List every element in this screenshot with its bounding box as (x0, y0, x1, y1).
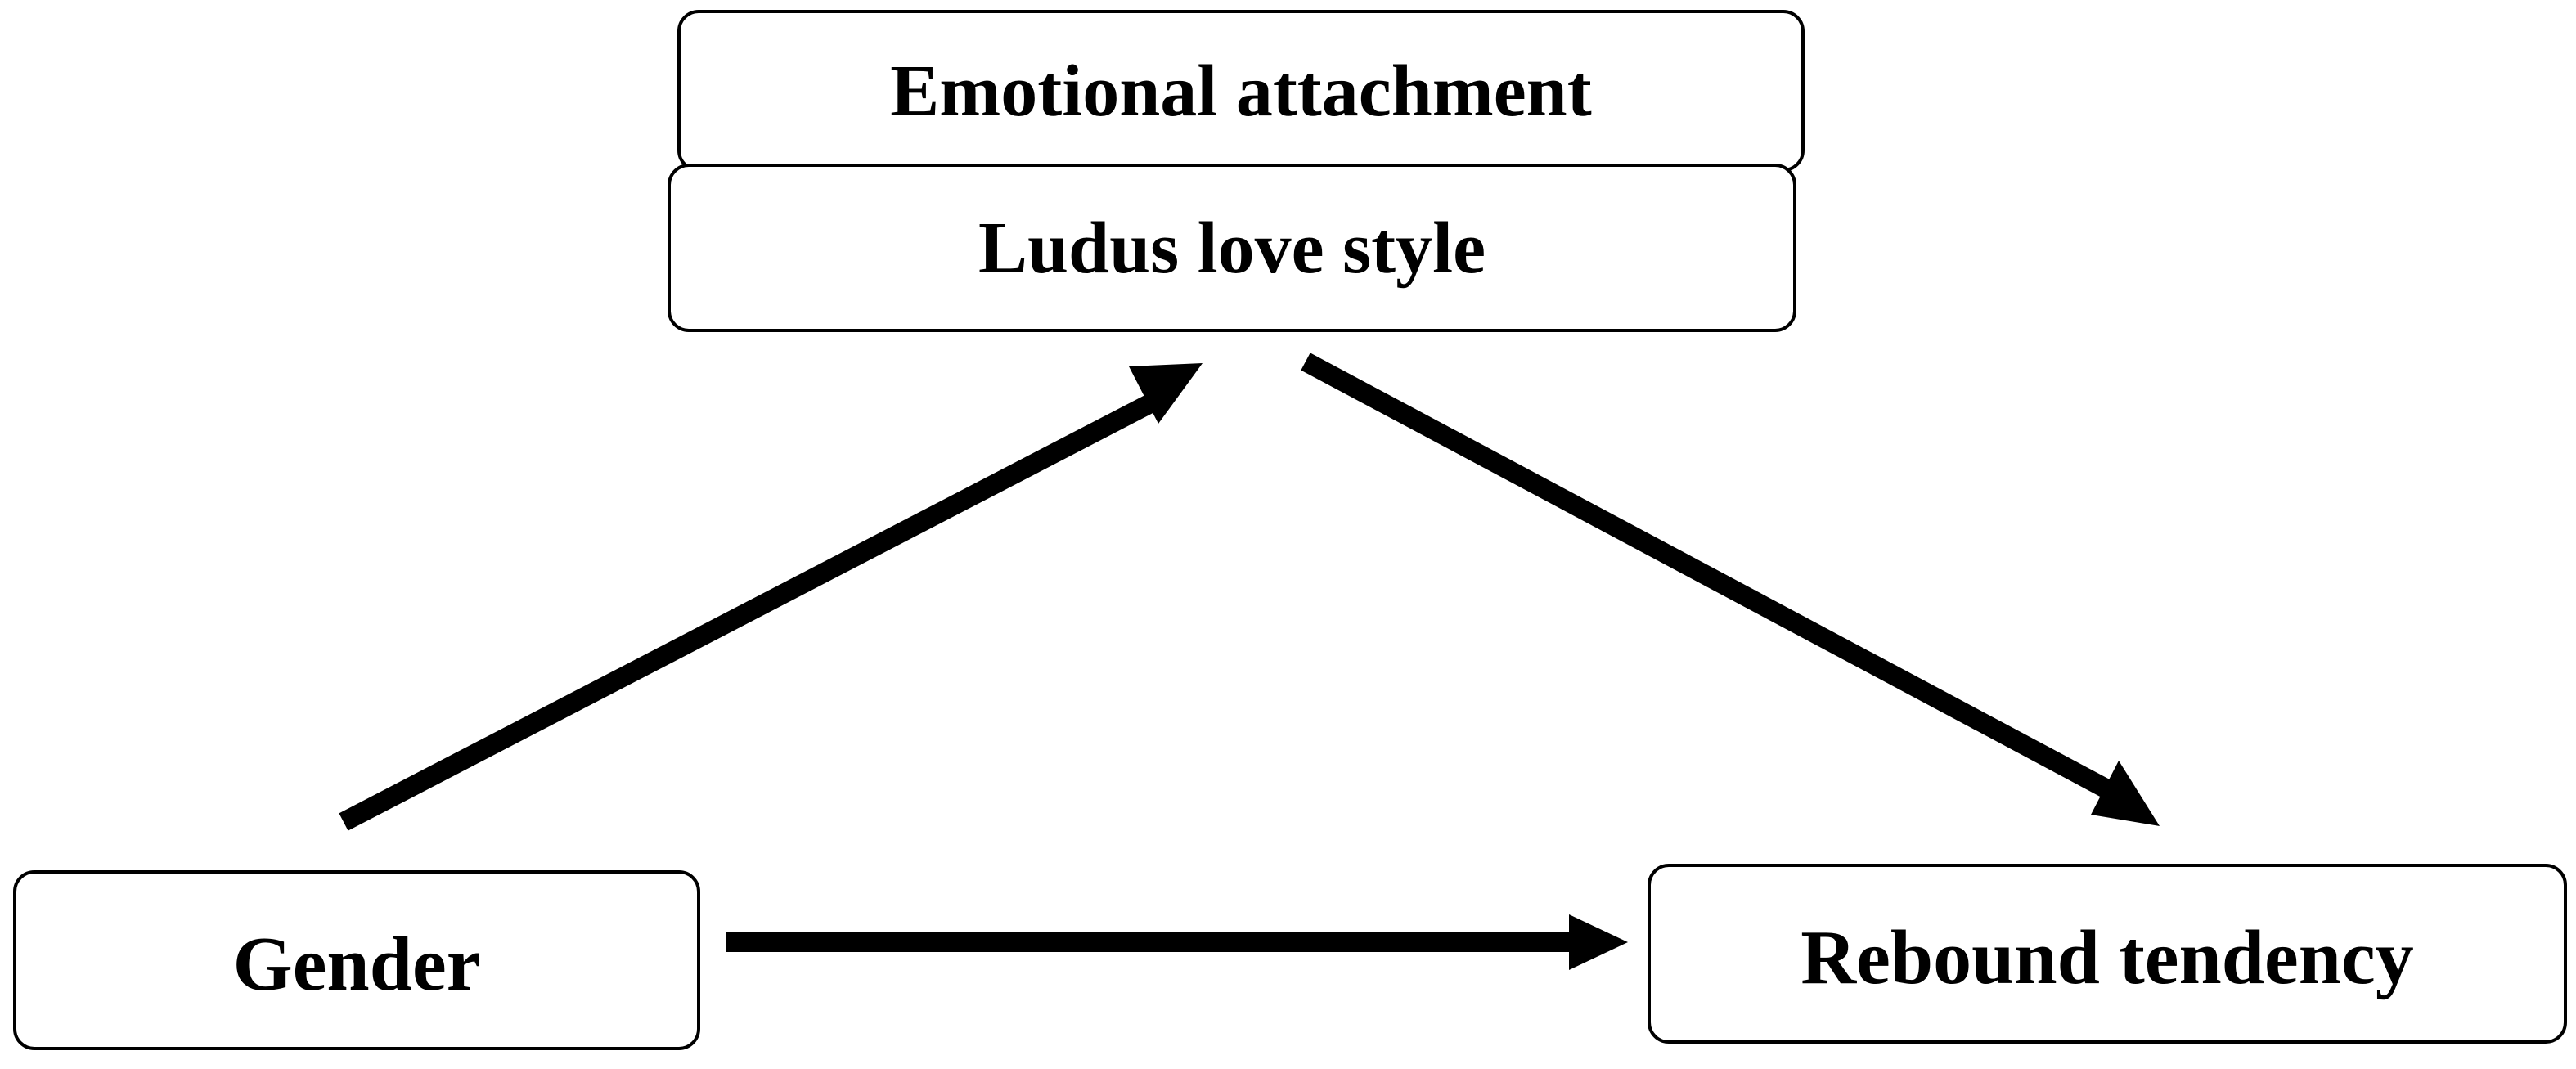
node-gender-label: Gender (232, 922, 481, 1007)
node-emotional-attachment: Emotional attachment (677, 10, 1805, 172)
node-emotional-attachment-label: Emotional attachment (890, 50, 1592, 132)
arrow-gender-to-mediators (339, 363, 1203, 831)
node-rebound-tendency: Rebound tendency (1648, 864, 2567, 1044)
arrow-mediators-to-rebound (1301, 353, 2160, 826)
node-gender: Gender (13, 870, 700, 1050)
node-rebound-tendency-label: Rebound tendency (1801, 915, 2414, 1000)
node-ludus-love-style: Ludus love style (668, 164, 1796, 332)
arrow-gender-to-rebound (726, 914, 1628, 970)
node-ludus-love-style-label: Ludus love style (978, 207, 1486, 289)
